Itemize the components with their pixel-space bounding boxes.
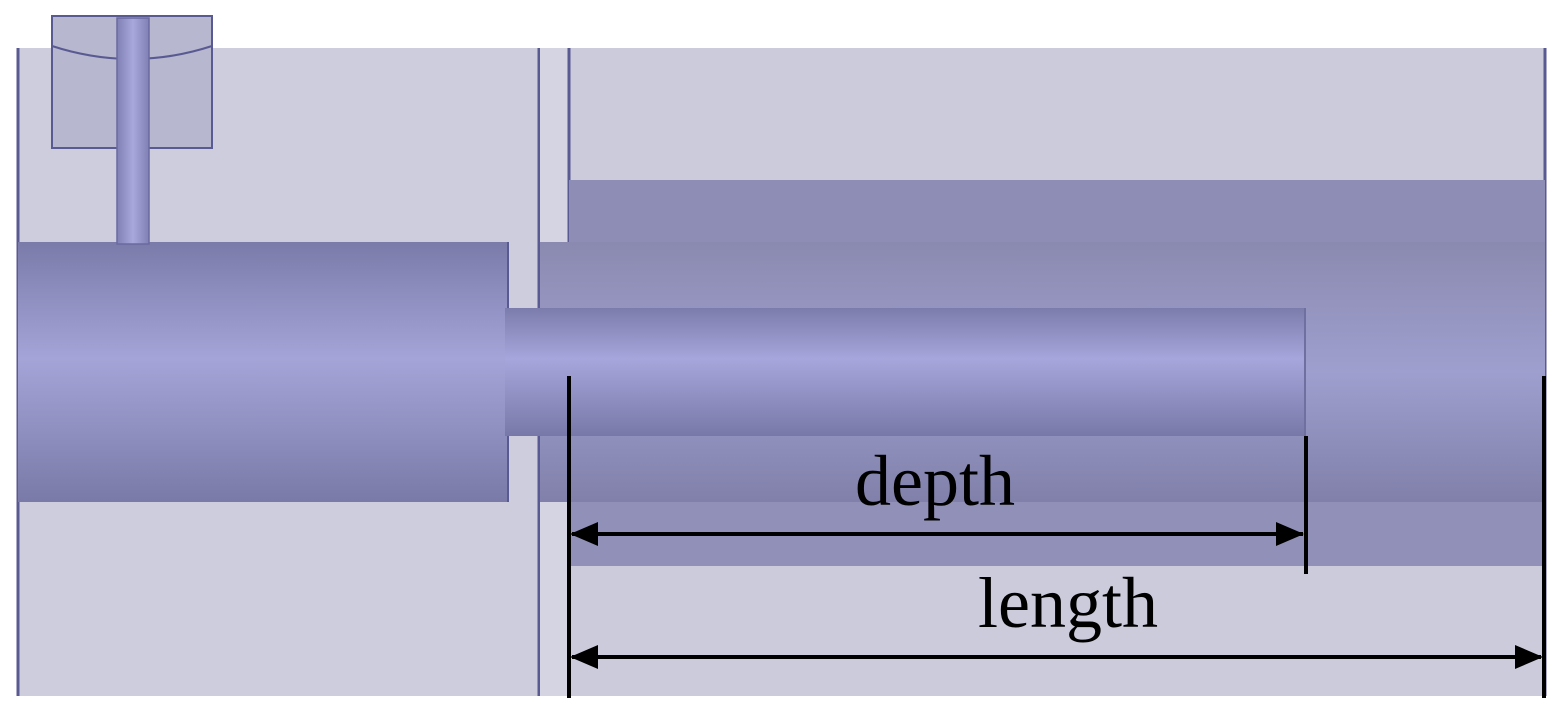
length-arrowhead-right	[1515, 645, 1543, 669]
depth-dimension: depth	[570, 436, 1308, 574]
depth-arrowhead-right	[1276, 522, 1304, 546]
set-screw	[51, 15, 213, 245]
insertion-pin	[505, 308, 1306, 436]
length-dimension: length	[567, 376, 1546, 698]
length-label: length	[978, 563, 1158, 643]
length-arrowhead-left	[570, 645, 598, 669]
depth-arrowhead-left	[570, 522, 598, 546]
main-cylinder-body	[18, 242, 508, 502]
depth-label: depth	[855, 441, 1015, 521]
screw-stem	[116, 17, 150, 245]
main-cylinder	[18, 242, 509, 502]
pin-body	[505, 308, 1305, 436]
